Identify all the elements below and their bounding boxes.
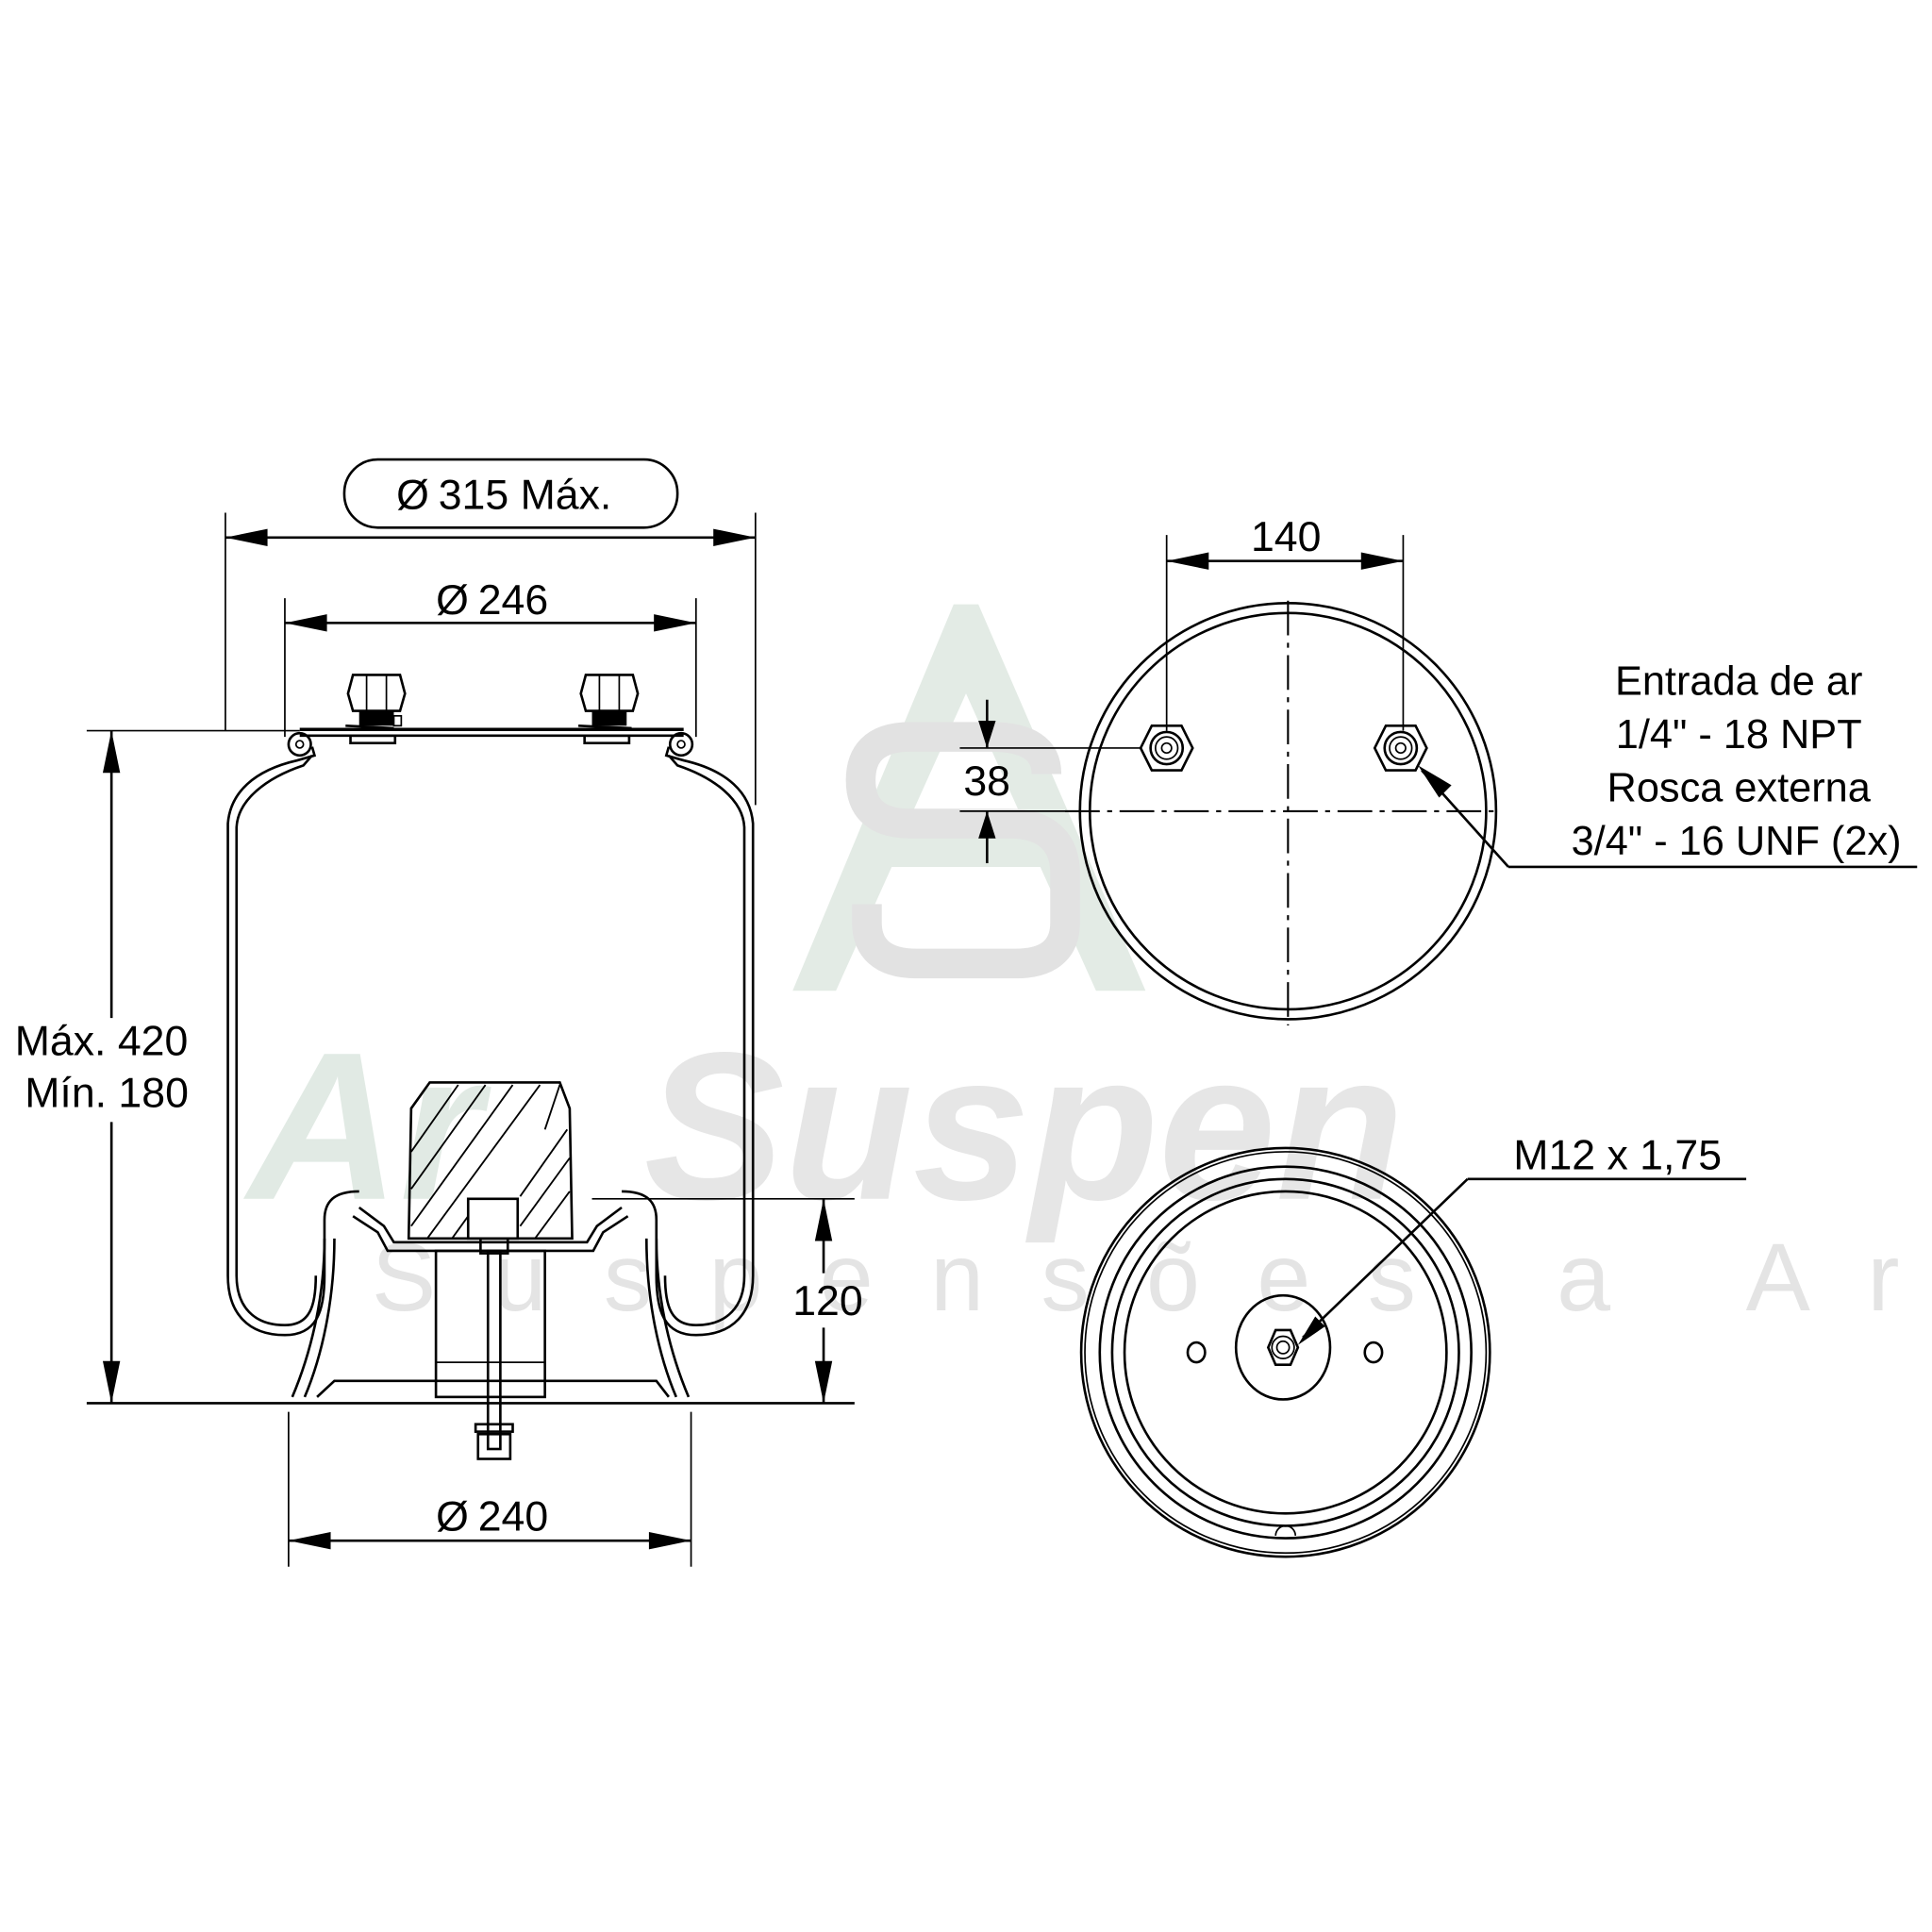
mounting-hole-right-icon	[1363, 1341, 1384, 1364]
center-nut-icon	[1266, 1328, 1300, 1367]
diameter-symbol-icon: Ø	[396, 473, 429, 519]
air-inlet-note: Entrada de ar 1/4" - 18 NPT Rosca extern…	[1418, 658, 1918, 869]
center-boss	[1234, 1293, 1332, 1401]
thread-label: M12 x 1,75	[1513, 1132, 1722, 1178]
piston	[291, 1081, 691, 1460]
dim-base-diameter: Ø 240	[288, 1411, 692, 1567]
dim-piston-height: 120	[591, 1197, 863, 1404]
mounting-hole-left-icon	[1186, 1341, 1207, 1364]
mounting-stud-left	[345, 674, 407, 730]
bumper-hatch	[410, 1084, 571, 1240]
bottom-view: M12 x 1,75	[1079, 1132, 1747, 1558]
dim-piston-height-label: 120	[792, 1278, 862, 1324]
top-view: 140 38 Entrada de ar 1/4" - 18 NPT Rosca…	[959, 514, 1918, 1026]
dim-plate-diameter: Ø 246	[284, 577, 697, 738]
dim-stud-spacing-label: 140	[1251, 514, 1321, 560]
dim-offset: 38	[959, 699, 1141, 864]
dim-outer-diameter-label: 315 Máx.	[439, 473, 612, 519]
mounting-stud-right	[578, 674, 640, 730]
air-inlet-left-icon	[1139, 724, 1194, 772]
dim-base-diameter-label: 240	[478, 1494, 548, 1541]
bellows	[226, 746, 755, 1337]
watermark-tagline: Suspensões a Ar	[372, 1223, 1932, 1331]
note-line-1: Entrada de ar	[1615, 658, 1862, 704]
top-plate	[287, 727, 694, 758]
thread-callout: M12 x 1,75	[1297, 1132, 1747, 1345]
note-line-4: 3/4" - 16 UNF (2x)	[1572, 819, 1902, 864]
air-inlet-right-icon	[1373, 724, 1428, 772]
dim-height-min-label: Mín. 180	[25, 1071, 189, 1117]
dim-stud-spacing: 140	[1165, 514, 1405, 731]
piston-outer-circle	[1079, 1146, 1491, 1558]
diameter-symbol-icon: Ø	[436, 577, 469, 624]
watermark-brand-ar: Ar	[243, 1009, 491, 1244]
watermark-logo-icon	[792, 604, 1146, 991]
dim-height-max-label: Máx. 420	[15, 1019, 189, 1065]
note-line-3: Rosca externa	[1607, 765, 1872, 810]
dim-plate-diameter-label: 246	[478, 577, 548, 624]
watermark: Ar Suspen Suspensões a Ar	[243, 604, 1932, 1331]
dim-height: Máx. 420 Mín. 180	[15, 729, 300, 1404]
note-line-2: 1/4" - 18 NPT	[1616, 712, 1862, 758]
basic-dimension-box	[342, 458, 679, 529]
dim-offset-label: 38	[963, 758, 1010, 805]
watermark-brand-suspen: Suspen	[644, 1009, 1405, 1244]
diameter-symbol-icon: Ø	[436, 1494, 469, 1541]
dim-outer-diameter: Ø 315 Máx.	[225, 458, 757, 806]
side-view: Ø 315 Máx. Ø 246	[15, 458, 863, 1567]
